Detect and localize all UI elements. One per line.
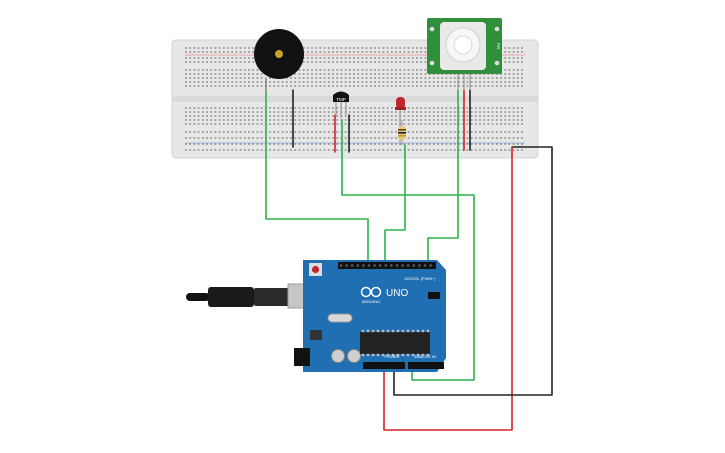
resistor[interactable]	[398, 120, 406, 145]
digital-header-label: DIGITAL (PWM~)	[405, 276, 437, 281]
piezo-buzzer[interactable]	[254, 29, 304, 92]
wire-power-red[interactable]	[383, 146, 513, 431]
pir-side-label: PIR	[496, 43, 501, 50]
pir-sensor[interactable]: PIR	[427, 18, 502, 90]
wire-buzzer-green[interactable]	[265, 91, 369, 263]
wire-led-green[interactable]	[384, 144, 406, 263]
board-model: UNO	[386, 288, 408, 299]
digital-header[interactable]	[338, 262, 436, 269]
tmp-label: TMP	[336, 97, 346, 102]
power-header[interactable]	[363, 362, 405, 369]
temperature-sensor[interactable]: TMP	[333, 91, 349, 119]
wire-ground-black[interactable]	[393, 146, 553, 396]
board-brand: ARDUINO	[362, 299, 380, 304]
atmega-chip	[360, 332, 430, 354]
analog-header-label: ANALOG IN	[414, 354, 436, 359]
power-header-label: POWER	[384, 354, 399, 359]
wire-tmp-green[interactable]	[341, 119, 475, 381]
arduino-uno[interactable]: DIGITAL (PWM~) UNO ARDUINO POWER ANALOG …	[294, 260, 446, 372]
led[interactable]	[395, 97, 406, 110]
arduino-logo	[360, 286, 382, 298]
wire-pir-green[interactable]	[427, 89, 459, 263]
wires	[265, 89, 553, 431]
analog-header[interactable]	[408, 362, 444, 369]
